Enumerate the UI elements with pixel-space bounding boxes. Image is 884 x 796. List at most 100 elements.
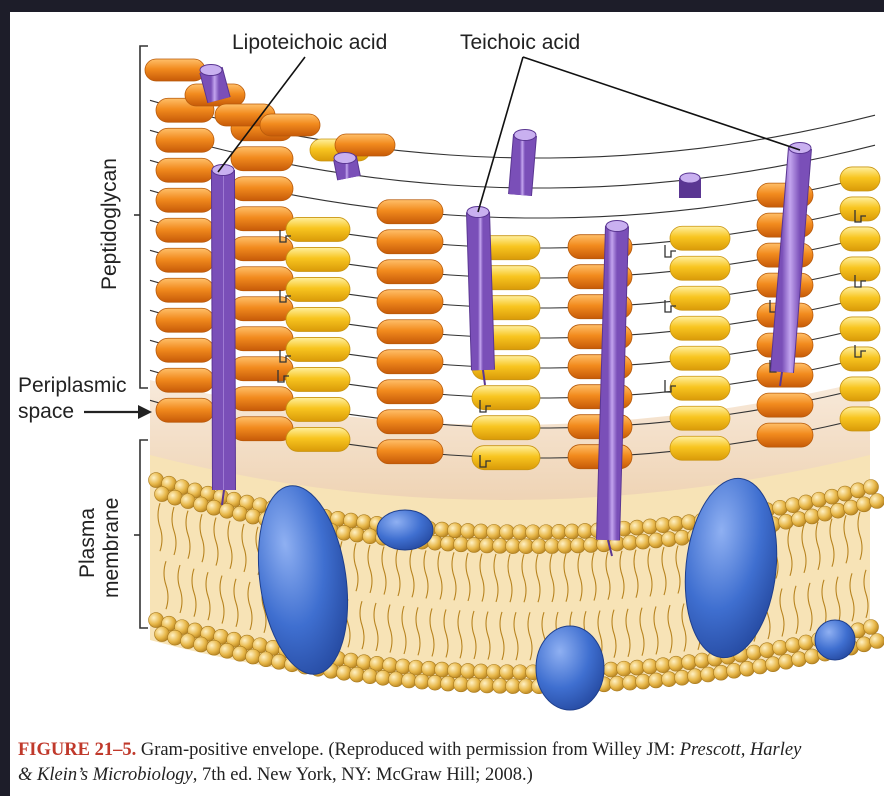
teichoic-rod-back-right-cap: [680, 173, 700, 183]
teichoic-rod-back-center-cap: [514, 130, 536, 141]
glycan-unit-yellow: [472, 446, 540, 470]
lipid-head-inner: [207, 640, 222, 655]
lipid-head-inner: [617, 661, 632, 676]
teichoic-rod-back-cap: [334, 153, 356, 164]
glycan-unit-yellow: [840, 317, 880, 341]
teichoic-rod-top-left-cap: [200, 65, 222, 76]
lipoteichoic-acid-rod-right-cap: [606, 221, 628, 232]
glycan-unit-orange: [156, 368, 214, 392]
glycan-unit-orange: [231, 417, 293, 441]
lipid-head-inner: [669, 656, 684, 671]
lipid-head-inner: [870, 633, 884, 648]
glycan-unit-yellow: [286, 367, 350, 391]
lipid-head-outer: [838, 486, 853, 501]
glycan-unit-back: [145, 59, 205, 81]
lipid-head-outer: [786, 498, 801, 513]
lipid-head-outer: [636, 534, 651, 549]
lipid-head-outer: [363, 529, 378, 544]
lipid-head-outer: [630, 520, 645, 535]
lipid-head-outer: [864, 479, 879, 494]
glycan-unit-orange: [231, 207, 293, 231]
glycan-unit-orange: [156, 398, 214, 422]
glycan-unit-orange: [156, 158, 214, 182]
lipid-head-inner: [792, 652, 807, 667]
glycan-unit-orange: [231, 297, 293, 321]
lipid-head-inner: [760, 643, 775, 658]
glycan-unit-orange: [231, 177, 293, 201]
glycan-unit-yellow: [286, 247, 350, 271]
lipid-head-outer: [857, 497, 872, 512]
caption-title-2: & Klein’s Microbiology: [18, 765, 193, 785]
glycan-unit-yellow: [840, 407, 880, 431]
periplasmic-label: Periplasmic: [18, 374, 127, 398]
glycan-unit-yellow: [286, 337, 350, 361]
glycan-unit-orange: [156, 188, 214, 212]
teichoic-acid-rod-center: [478, 212, 483, 370]
lipid-head-outer: [870, 493, 884, 508]
glycan-unit-yellow: [840, 287, 880, 311]
lipid-head-outer: [669, 516, 684, 531]
lipid-head-outer: [149, 473, 164, 488]
glycan-unit-yellow: [286, 307, 350, 331]
figure-number: FIGURE 21–5.: [18, 740, 136, 760]
lipid-head-inner: [220, 643, 235, 658]
glycan-unit-orange: [156, 248, 214, 272]
glycan-unit-yellow: [670, 376, 730, 400]
lipid-head-inner: [149, 613, 164, 628]
lipid-head-inner: [695, 653, 710, 668]
lipid-head-inner: [630, 660, 645, 675]
glycan-unit-orange: [231, 147, 293, 171]
lipid-head-inner: [194, 637, 209, 652]
glycan-unit-yellow: [840, 227, 880, 251]
lipid-head-inner: [259, 652, 274, 667]
glycan-unit-orange: [377, 380, 443, 404]
glycan-unit-orange: [377, 200, 443, 224]
glycan-unit-back: [260, 114, 320, 136]
periplasmic-arrow: [84, 405, 152, 419]
lipid-head-outer: [233, 506, 248, 521]
lipid-head-inner: [779, 654, 794, 669]
glycan-unit-yellow: [670, 256, 730, 280]
glycan-unit-orange: [377, 440, 443, 464]
lipid-head-inner: [773, 640, 788, 655]
glycan-unit-orange: [156, 218, 214, 242]
membrane-protein: [815, 620, 855, 660]
glycan-unit-orange: [757, 393, 813, 417]
lipid-head-inner: [714, 665, 729, 680]
glycan-unit-orange: [757, 423, 813, 447]
lipid-head-inner: [766, 657, 781, 672]
lipid-head-outer: [623, 535, 638, 550]
lipid-head-inner: [422, 661, 437, 676]
lipid-head-outer: [643, 519, 658, 534]
glycan-unit-orange: [377, 260, 443, 284]
glycan-unit-yellow: [670, 316, 730, 340]
lipid-head-outer: [662, 532, 677, 547]
lipid-head-inner: [604, 662, 619, 677]
glycan-unit-orange: [231, 237, 293, 261]
peptidoglycan-label: Peptidoglycan: [98, 158, 122, 290]
lipid-head-inner: [155, 627, 170, 642]
lipid-head-outer: [220, 503, 235, 518]
lipid-head-outer: [181, 494, 196, 509]
lipid-head-outer: [155, 487, 170, 502]
glycan-unit-yellow: [472, 416, 540, 440]
lipid-head-inner: [753, 659, 768, 674]
glycan-unit-yellow: [286, 427, 350, 451]
space-label: space: [18, 400, 74, 424]
lipid-head-inner: [233, 646, 248, 661]
lipid-head-inner: [682, 655, 697, 670]
lipoteichoic-acid-label: Lipoteichoic acid: [232, 31, 387, 55]
lipid-head-outer: [812, 492, 827, 507]
glycan-unit-yellow: [840, 167, 880, 191]
lipid-head-inner: [610, 676, 625, 691]
lipid-head-outer: [246, 509, 261, 524]
lipid-head-outer: [350, 527, 365, 542]
lipid-head-inner: [363, 669, 378, 684]
plasma-membrane-bracket: [140, 440, 148, 628]
lipid-head-inner: [181, 634, 196, 649]
figure-caption: FIGURE 21–5. Gram-positive envelope. (Re…: [18, 738, 884, 788]
glycan-unit-yellow: [472, 386, 540, 410]
lipid-head-inner: [402, 673, 417, 688]
